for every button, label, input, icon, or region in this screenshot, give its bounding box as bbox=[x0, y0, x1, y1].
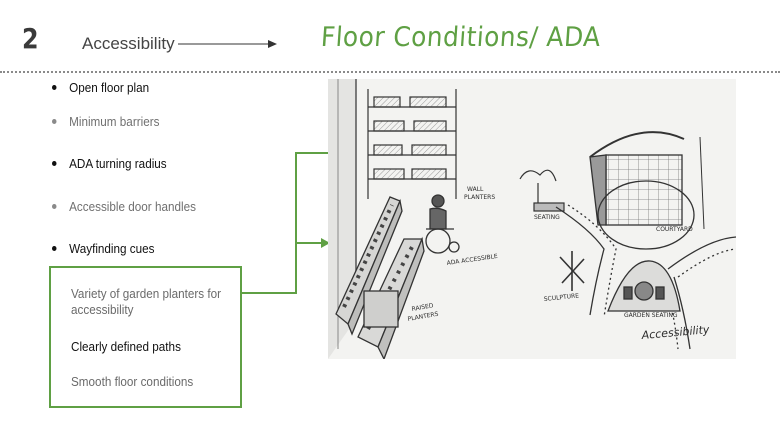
courtyard-drawing bbox=[589, 131, 705, 250]
wheelchair-user-drawing bbox=[425, 194, 460, 254]
garden-sketch: WALL PLANTERS ADA ACCESSIBLE RAISED PLAN… bbox=[328, 79, 737, 361]
bullet-text: Wayfinding cues bbox=[69, 241, 155, 256]
garden-seating-drawing bbox=[607, 260, 681, 312]
bullet-dot-icon bbox=[52, 161, 57, 167]
bullet-dot-icon bbox=[52, 204, 57, 210]
bullet-dot-icon bbox=[52, 119, 57, 125]
label-garden-seating: GARDEN SEATING bbox=[624, 312, 678, 319]
label-wall-planters: WALL bbox=[467, 186, 484, 193]
label-raised-planters: RAISED bbox=[411, 302, 434, 313]
label-seating: SEATING bbox=[534, 214, 560, 221]
label-sculpture: SCULPTURE bbox=[543, 292, 579, 303]
bullet-dot-icon bbox=[52, 246, 57, 252]
garden-sketch-drawing: WALL PLANTERS ADA ACCESSIBLE RAISED PLAN… bbox=[328, 79, 737, 361]
bullet-item: Minimum barriers bbox=[52, 114, 159, 130]
bullet-text: Minimum barriers bbox=[69, 114, 160, 129]
seating-drawing bbox=[519, 169, 565, 212]
callout-item: Variety of garden planters for accessibi… bbox=[71, 286, 222, 317]
page-title: Floor Conditions/ ADA bbox=[319, 22, 602, 53]
section-label: Accessibility bbox=[82, 34, 175, 53]
bullet-item: Wayfinding cues bbox=[52, 241, 155, 257]
raised-planters-drawing bbox=[335, 196, 425, 361]
label-courtyard: COURTYARD bbox=[656, 226, 693, 233]
bullet-item: Accessible door handles bbox=[52, 199, 196, 215]
slide-number: 2 bbox=[22, 22, 39, 55]
header-divider bbox=[0, 71, 780, 73]
callout-item: Smooth floor conditions bbox=[71, 374, 194, 389]
callout-box: Variety of garden planters for accessibi… bbox=[49, 266, 242, 408]
bullet-text: Accessible door handles bbox=[69, 199, 196, 214]
wall-planters-drawing bbox=[367, 89, 457, 199]
bullet-item: ADA turning radius bbox=[52, 156, 167, 172]
right-arrow-icon bbox=[178, 40, 277, 48]
label-wall-planters: PLANTERS bbox=[464, 194, 495, 201]
bullet-text: ADA turning radius bbox=[69, 156, 167, 171]
bullet-dot-icon bbox=[52, 85, 57, 91]
bullet-text: Open floor plan bbox=[69, 80, 150, 95]
sculpture-drawing bbox=[559, 251, 585, 291]
callout-item: Clearly defined paths bbox=[71, 339, 181, 354]
bullet-item: Open floor plan bbox=[52, 80, 149, 96]
label-signature: Accessibility bbox=[640, 323, 710, 342]
